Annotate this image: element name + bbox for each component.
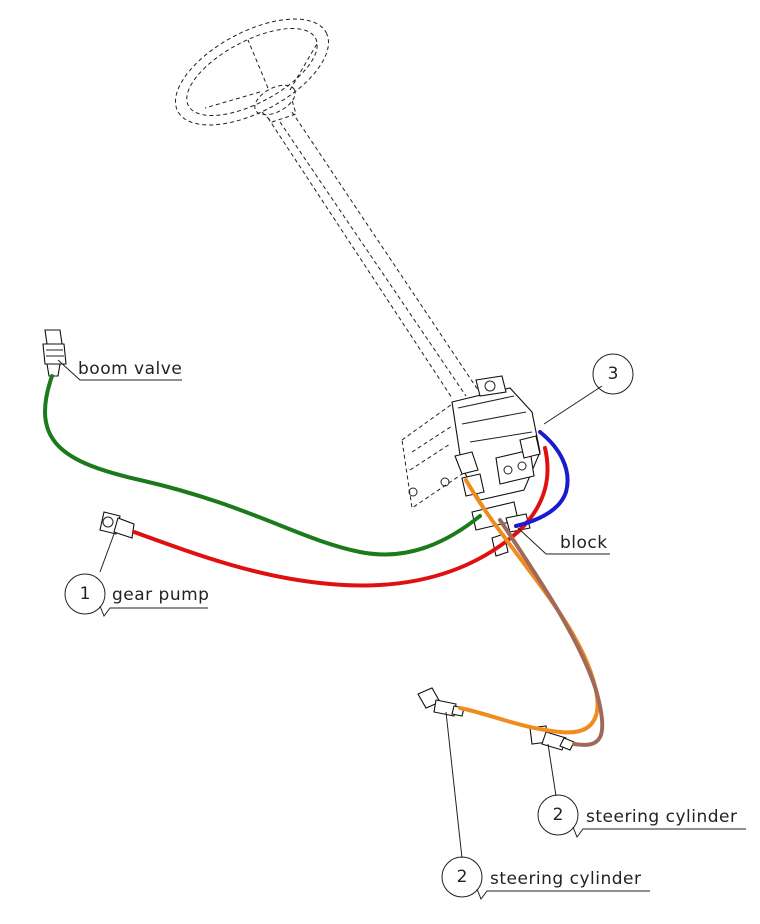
boom-valve-hose bbox=[43, 374, 482, 557]
block-label-group: block bbox=[517, 527, 610, 555]
callout-1-number: 1 bbox=[80, 584, 91, 604]
return-hose bbox=[514, 430, 570, 528]
callout-2b-number: 2 bbox=[457, 867, 468, 887]
steering-unit bbox=[451, 375, 541, 501]
steering-cylinder-right-label: steering cylinder bbox=[586, 807, 738, 827]
callout-2a-number: 2 bbox=[553, 805, 564, 825]
block-manifold bbox=[471, 501, 531, 557]
steering-cylinder-bottom-group: 2 steering cylinder bbox=[441, 711, 650, 901]
steering-cylinder-hose-b bbox=[498, 518, 605, 747]
steering-column bbox=[267, 111, 479, 399]
gear-pump-fitting bbox=[99, 511, 135, 539]
cylinder-fitting-left bbox=[417, 687, 465, 717]
boom-valve-fitting bbox=[42, 329, 67, 377]
boom-valve-label-group: boom valve bbox=[57, 359, 182, 381]
steering-wheel bbox=[174, 18, 330, 126]
steering-cylinder-bottom-label: steering cylinder bbox=[490, 869, 642, 889]
gear-pump-label: gear pump bbox=[112, 585, 209, 605]
boom-valve-label: boom valve bbox=[78, 359, 182, 379]
block-label: block bbox=[560, 533, 608, 553]
gear-pump-label-group: 1 gear pump bbox=[64, 533, 209, 618]
steering-cylinder-right-group: 2 steering cylinder bbox=[537, 743, 746, 839]
callout-3-number: 3 bbox=[608, 364, 619, 384]
gear-pump-hose bbox=[132, 446, 550, 588]
callout-3: 3 bbox=[543, 353, 634, 425]
